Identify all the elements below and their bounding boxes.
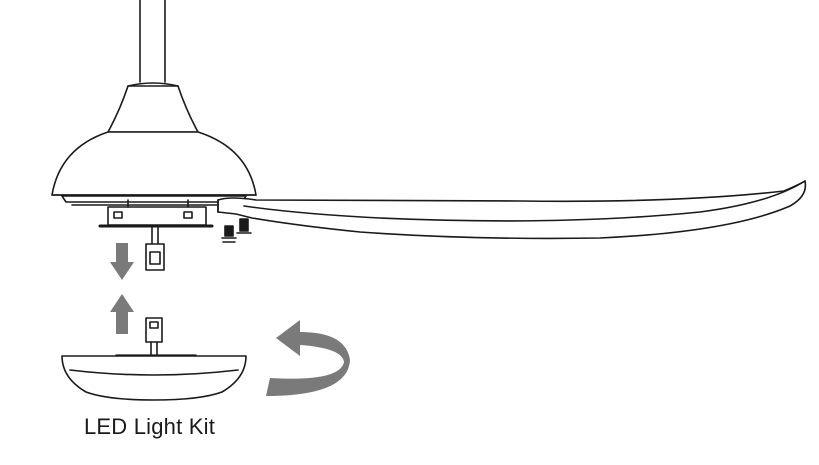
- wire-connector-top: [145, 225, 165, 271]
- fan-blade: [217, 180, 807, 240]
- rotate-arrow-icon: [266, 320, 350, 396]
- light-kit-caption: LED Light Kit: [84, 414, 216, 439]
- screw-2: [236, 218, 252, 234]
- screw-1: [221, 225, 237, 243]
- led-light-kit-dish: [61, 355, 247, 401]
- fan-collar: [107, 85, 199, 133]
- downrod: [139, 0, 166, 83]
- arrow-up-icon: [110, 294, 134, 334]
- motor-housing: [51, 131, 257, 196]
- mounting-plate: [98, 199, 214, 228]
- wire-connector-bottom: [145, 317, 163, 356]
- arrow-down-icon: [110, 243, 134, 280]
